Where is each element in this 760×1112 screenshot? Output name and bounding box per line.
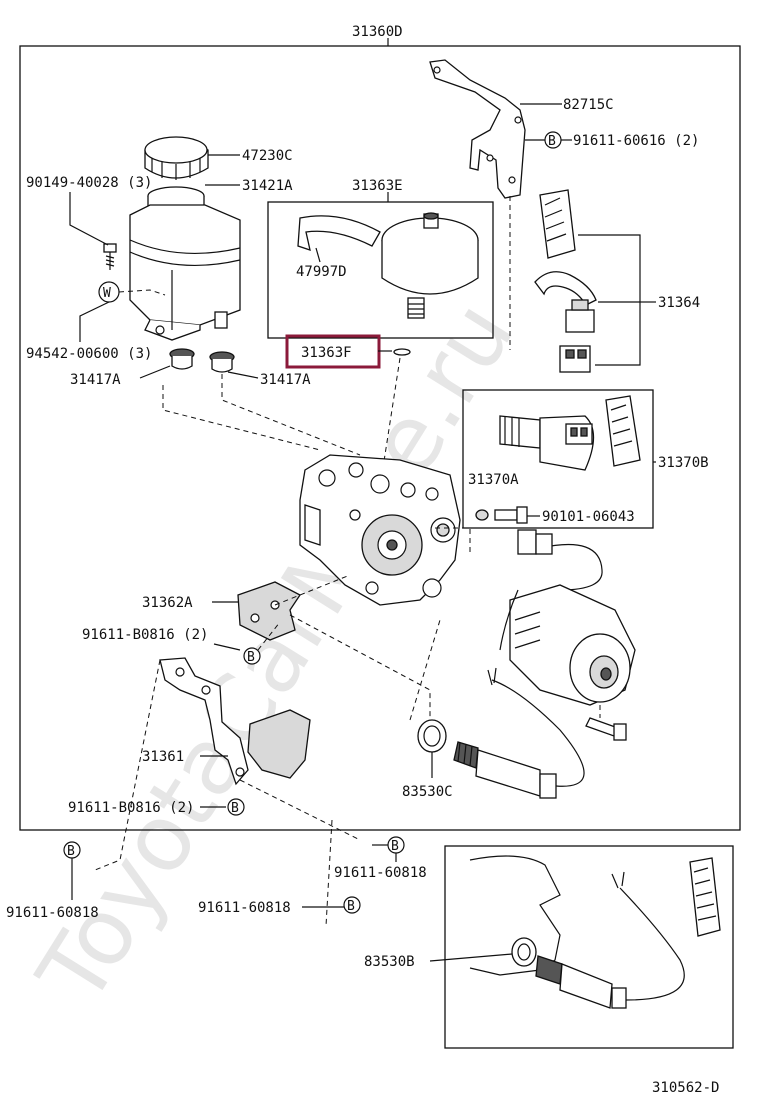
- label-31364: 31364: [658, 295, 700, 311]
- label-31362A: 31362A: [142, 595, 193, 611]
- inset-clip: [689, 857, 721, 937]
- bolt-marker-b: [243, 647, 261, 665]
- label-91611-60616: 91611-60616 (2): [573, 133, 699, 149]
- label-83530B: 83530B: [364, 954, 415, 970]
- label-31360D: 31360D: [352, 24, 403, 40]
- bolt-90101-06043: [494, 506, 528, 524]
- svg-text:B: B: [67, 844, 75, 859]
- label-91611-60818-low: 91611-60818: [198, 900, 291, 916]
- bolt-marker-b: [343, 896, 361, 914]
- band-47997D: [297, 215, 381, 251]
- label-47230C: 47230C: [242, 148, 293, 164]
- sensor-83530C: [417, 667, 585, 799]
- svg-text:W: W: [103, 286, 111, 301]
- svg-text:B: B: [548, 134, 556, 149]
- label-91611-B0816-bot: 91611-B0816 (2): [68, 800, 194, 816]
- svg-text:B: B: [347, 899, 355, 914]
- reservoir-cap-47230C: [144, 136, 209, 180]
- label-31421A: 31421A: [242, 178, 293, 194]
- label-31370B: 31370B: [658, 455, 709, 471]
- svg-text:B: B: [231, 801, 239, 816]
- pump-motor: [499, 529, 636, 706]
- solenoid-box-31370B: [462, 389, 654, 529]
- label-31363E: 31363E: [352, 178, 403, 194]
- actuator-body: [299, 454, 461, 606]
- label-31417A-left: 31417A: [70, 372, 121, 388]
- label-31370A: 31370A: [468, 472, 519, 488]
- washer-31370A: [475, 509, 489, 521]
- connector-clip-31370B: [605, 395, 641, 467]
- label-90101-06043: 90101-06043: [542, 509, 635, 525]
- figure-code: 310562-D: [652, 1080, 719, 1096]
- main-frame: [19, 45, 741, 831]
- oring-31363F: [393, 348, 411, 356]
- solenoid-31370A: [499, 415, 595, 471]
- label-91611-60818-mid: 91611-60818: [334, 865, 427, 881]
- label-82715C: 82715C: [563, 97, 614, 113]
- bracket-31361: [159, 657, 311, 786]
- motor-screw: [585, 717, 627, 741]
- inset-box-83530B: [444, 845, 734, 1049]
- label-31361: 31361: [142, 749, 184, 765]
- label-90149-40028: 90149-40028 (3): [26, 175, 152, 191]
- label-31417A-right: 31417A: [260, 372, 311, 388]
- svg-text:B: B: [247, 650, 255, 665]
- reservoir-31421A: [129, 186, 241, 341]
- label-94542-00600: 94542-00600 (3): [26, 346, 152, 362]
- bracket-82715C: [429, 59, 526, 199]
- accumulator-31363E: [381, 212, 479, 319]
- bolt-marker-b: [227, 798, 245, 816]
- connector-31364: [559, 299, 595, 373]
- inset-sensor-83530B: [469, 855, 685, 1009]
- svg-text:B: B: [391, 839, 399, 854]
- label-31363F[interactable]: 31363F: [301, 345, 352, 361]
- bracket-31362A: [237, 581, 301, 641]
- label-91611-B0816-top: 91611-B0816 (2): [82, 627, 208, 643]
- label-47997D: 47997D: [296, 264, 347, 280]
- grommet-31417A-right: [209, 351, 235, 373]
- connector-clip-31364: [539, 189, 576, 259]
- grommet-31417A-left: [169, 348, 195, 370]
- screw-90149-40028: [103, 243, 117, 270]
- label-83530C: 83530C: [402, 784, 453, 800]
- label-91611-60818-left: 91611-60818: [6, 905, 99, 921]
